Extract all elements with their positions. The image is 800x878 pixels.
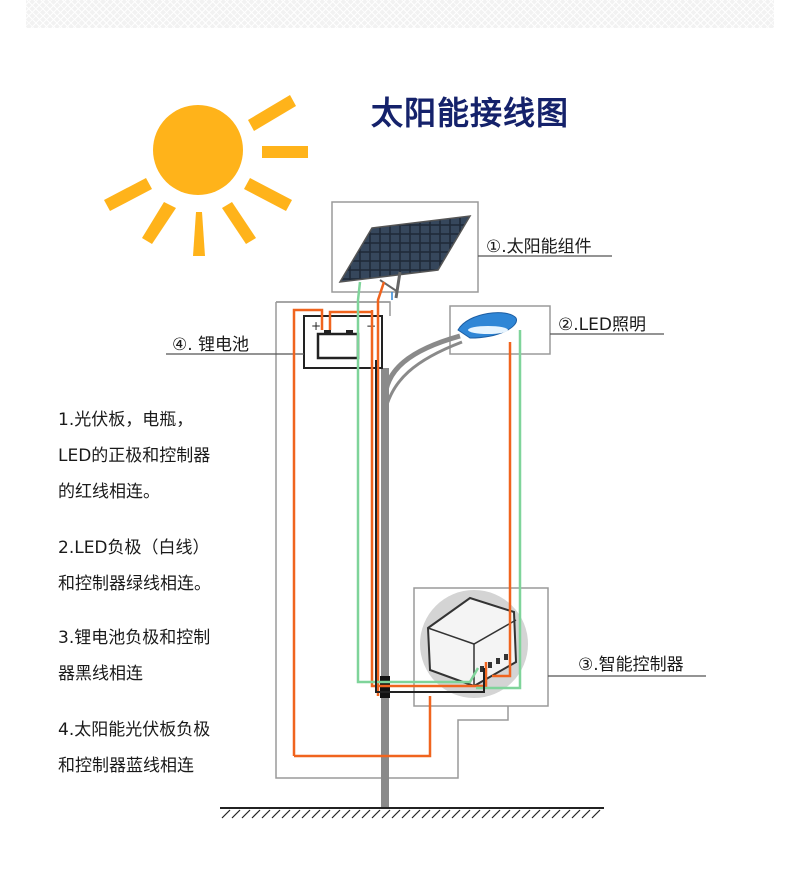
top-pattern-band (26, 0, 774, 28)
page-title: 太阳能接线图 (370, 94, 569, 132)
street-light-pole (380, 333, 463, 808)
note-3-line-2: 器黑线相连 (58, 664, 143, 684)
note-1-line-1: 1.光伏板，电瓶， (58, 410, 194, 430)
note-2-line-1: 2.LED负极（白线） (58, 538, 210, 558)
callout-solar-panel: ①.太阳能组件 (486, 237, 592, 257)
note-4-line-1: 4.太阳能光伏板负极 (58, 720, 211, 740)
sun-rays (104, 95, 308, 256)
solar-panel-icon (338, 215, 472, 299)
led-lamp-icon (457, 312, 517, 339)
battery-icon: + − (303, 315, 383, 369)
note-3-line-1: 3.锂电池负极和控制 (58, 628, 211, 648)
note-1-line-3: 的红线相连。 (58, 482, 160, 502)
note-4-line-2: 和控制器蓝线相连 (58, 756, 194, 776)
note-2-line-2: 和控制器绿线相连。 (58, 574, 211, 594)
svg-text:+: + (311, 319, 321, 333)
wire-black (375, 360, 485, 693)
wire-red (292, 281, 512, 758)
callout-led: ②.LED照明 (558, 315, 646, 335)
callout-battery: ④. 锂电池 (172, 335, 250, 355)
note-1: 1.光伏板，电瓶， LED的正极和控制器 的红线相连。 (58, 402, 308, 510)
note-3: 3.锂电池负极和控制 器黑线相连 (58, 620, 308, 692)
note-2: 2.LED负极（白线） 和控制器绿线相连。 (58, 530, 308, 602)
sun-icon (104, 95, 308, 256)
system-frame-body (275, 302, 509, 779)
note-4: 4.太阳能光伏板负极 和控制器蓝线相连 (58, 712, 308, 784)
note-1-line-2: LED的正极和控制器 (58, 446, 211, 466)
wire-green (356, 281, 522, 690)
ground-icon (220, 807, 604, 819)
callout-controller: ③.智能控制器 (578, 655, 684, 675)
controller-icon (420, 590, 528, 698)
sun-disc (153, 105, 243, 195)
